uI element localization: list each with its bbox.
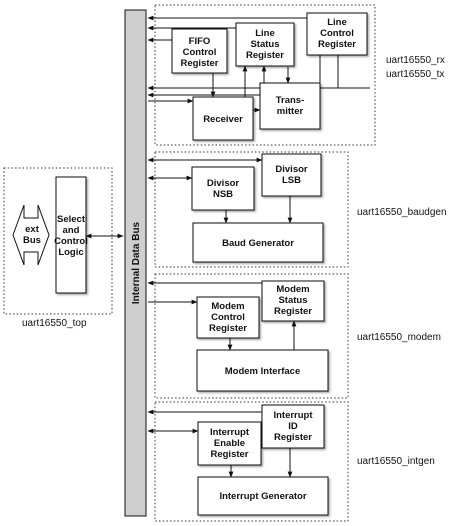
- fifo-label-line: Control: [183, 47, 217, 58]
- baud-generator-block: Baud Generator: [192, 222, 324, 263]
- transmitter-label-line: mitter: [277, 106, 304, 117]
- receiver-block: Receiver: [192, 96, 254, 141]
- intgen-connections: [147, 409, 293, 478]
- fifo-label-line: Register: [180, 58, 218, 69]
- ext-bus-arrow: [12, 204, 50, 266]
- intgen-module-label: uart16550_intgen: [357, 456, 435, 467]
- interrupt-generator-block: Interrupt Generator: [197, 476, 329, 516]
- modem-module-label: uart16550_modem: [357, 332, 441, 343]
- line-status-label-line: Line: [255, 28, 275, 39]
- rx-module-label: uart16550_rx: [386, 55, 445, 66]
- line-control-label-line: Control: [320, 28, 354, 39]
- interrupt-enable-label-line: Enable: [214, 438, 245, 449]
- rx-tx-module-region: [154, 4, 376, 146]
- line-control-label-line: Line: [327, 17, 347, 28]
- svg-text:Modem Interface: Modem Interface: [225, 366, 301, 377]
- modem-interface-block: Modem Interface: [196, 349, 329, 392]
- svg-text:Trans-mitter: Trans-mitter: [276, 95, 305, 117]
- top-module-region: [3, 167, 113, 315]
- line-control-label-line: Register: [318, 39, 356, 50]
- baud-generator-label-line: Baud Generator: [222, 238, 294, 249]
- modem-control-label-line: Modem: [211, 301, 244, 312]
- modem-connections: [147, 280, 297, 351]
- transmitter-label-line: Trans-: [276, 95, 305, 106]
- baudgen-connections: [147, 157, 293, 224]
- interrupt-enable-label-line: Interrupt: [210, 427, 250, 438]
- svg-text:Receiver: Receiver: [203, 114, 243, 125]
- select-control-label-line: Logic: [58, 247, 83, 258]
- select-control-label-line: and: [63, 225, 80, 236]
- baudgen-module-label: uart16550_baudgen: [357, 207, 447, 218]
- interrupt-id-label-line: Interrupt: [273, 410, 313, 421]
- modem-status-label-line: Register: [274, 306, 312, 317]
- interrupt-enable-label-line: Register: [210, 449, 248, 460]
- intgen-module-region: [154, 401, 349, 522]
- select-control-label-line: Select: [57, 214, 86, 225]
- divisor-lsb-label-line: LSB: [282, 175, 301, 186]
- svg-text:Baud Generator: Baud Generator: [222, 238, 294, 249]
- ext-bus-label-line: ext: [25, 224, 40, 235]
- fifo-label-line: FIFO: [189, 36, 211, 47]
- tx-module-label: uart16550_tx: [386, 69, 444, 80]
- modem-status-label-line: Status: [278, 295, 307, 306]
- internal-data-bus: [124, 9, 147, 517]
- line-status-label-line: Status: [250, 39, 279, 50]
- divisor-nsb-label-line: NSB: [213, 189, 233, 200]
- top-module-label: uart16550_top: [22, 318, 87, 329]
- receiver-label-line: Receiver: [203, 114, 243, 125]
- modem-status-label-line: Modem: [276, 284, 309, 295]
- interrupt-id-label-line: Register: [274, 432, 312, 443]
- modem-control-label-line: Register: [209, 323, 247, 334]
- bus-label: Internal Data Bus: [131, 221, 142, 304]
- transmitter-block: Trans-mitter: [259, 82, 321, 130]
- divisor-lsb-label-line: Divisor: [275, 164, 308, 175]
- divisor-nsb-label-line: Divisor: [207, 178, 240, 189]
- interrupt-generator-label-line: Interrupt Generator: [219, 491, 306, 502]
- modem-interface-label-line: Modem Interface: [225, 366, 301, 377]
- interrupt-id-label-line: ID: [288, 421, 298, 432]
- select-control-label-line: Control: [54, 236, 88, 247]
- modem-control-label-line: Control: [211, 312, 245, 323]
- baudgen-module-region: [154, 151, 349, 268]
- ext-bus-label-line: Bus: [23, 235, 41, 246]
- modem-module-region: [154, 273, 349, 399]
- line-status-label-line: Register: [246, 50, 284, 61]
- svg-text:Interrupt Generator: Interrupt Generator: [219, 491, 306, 502]
